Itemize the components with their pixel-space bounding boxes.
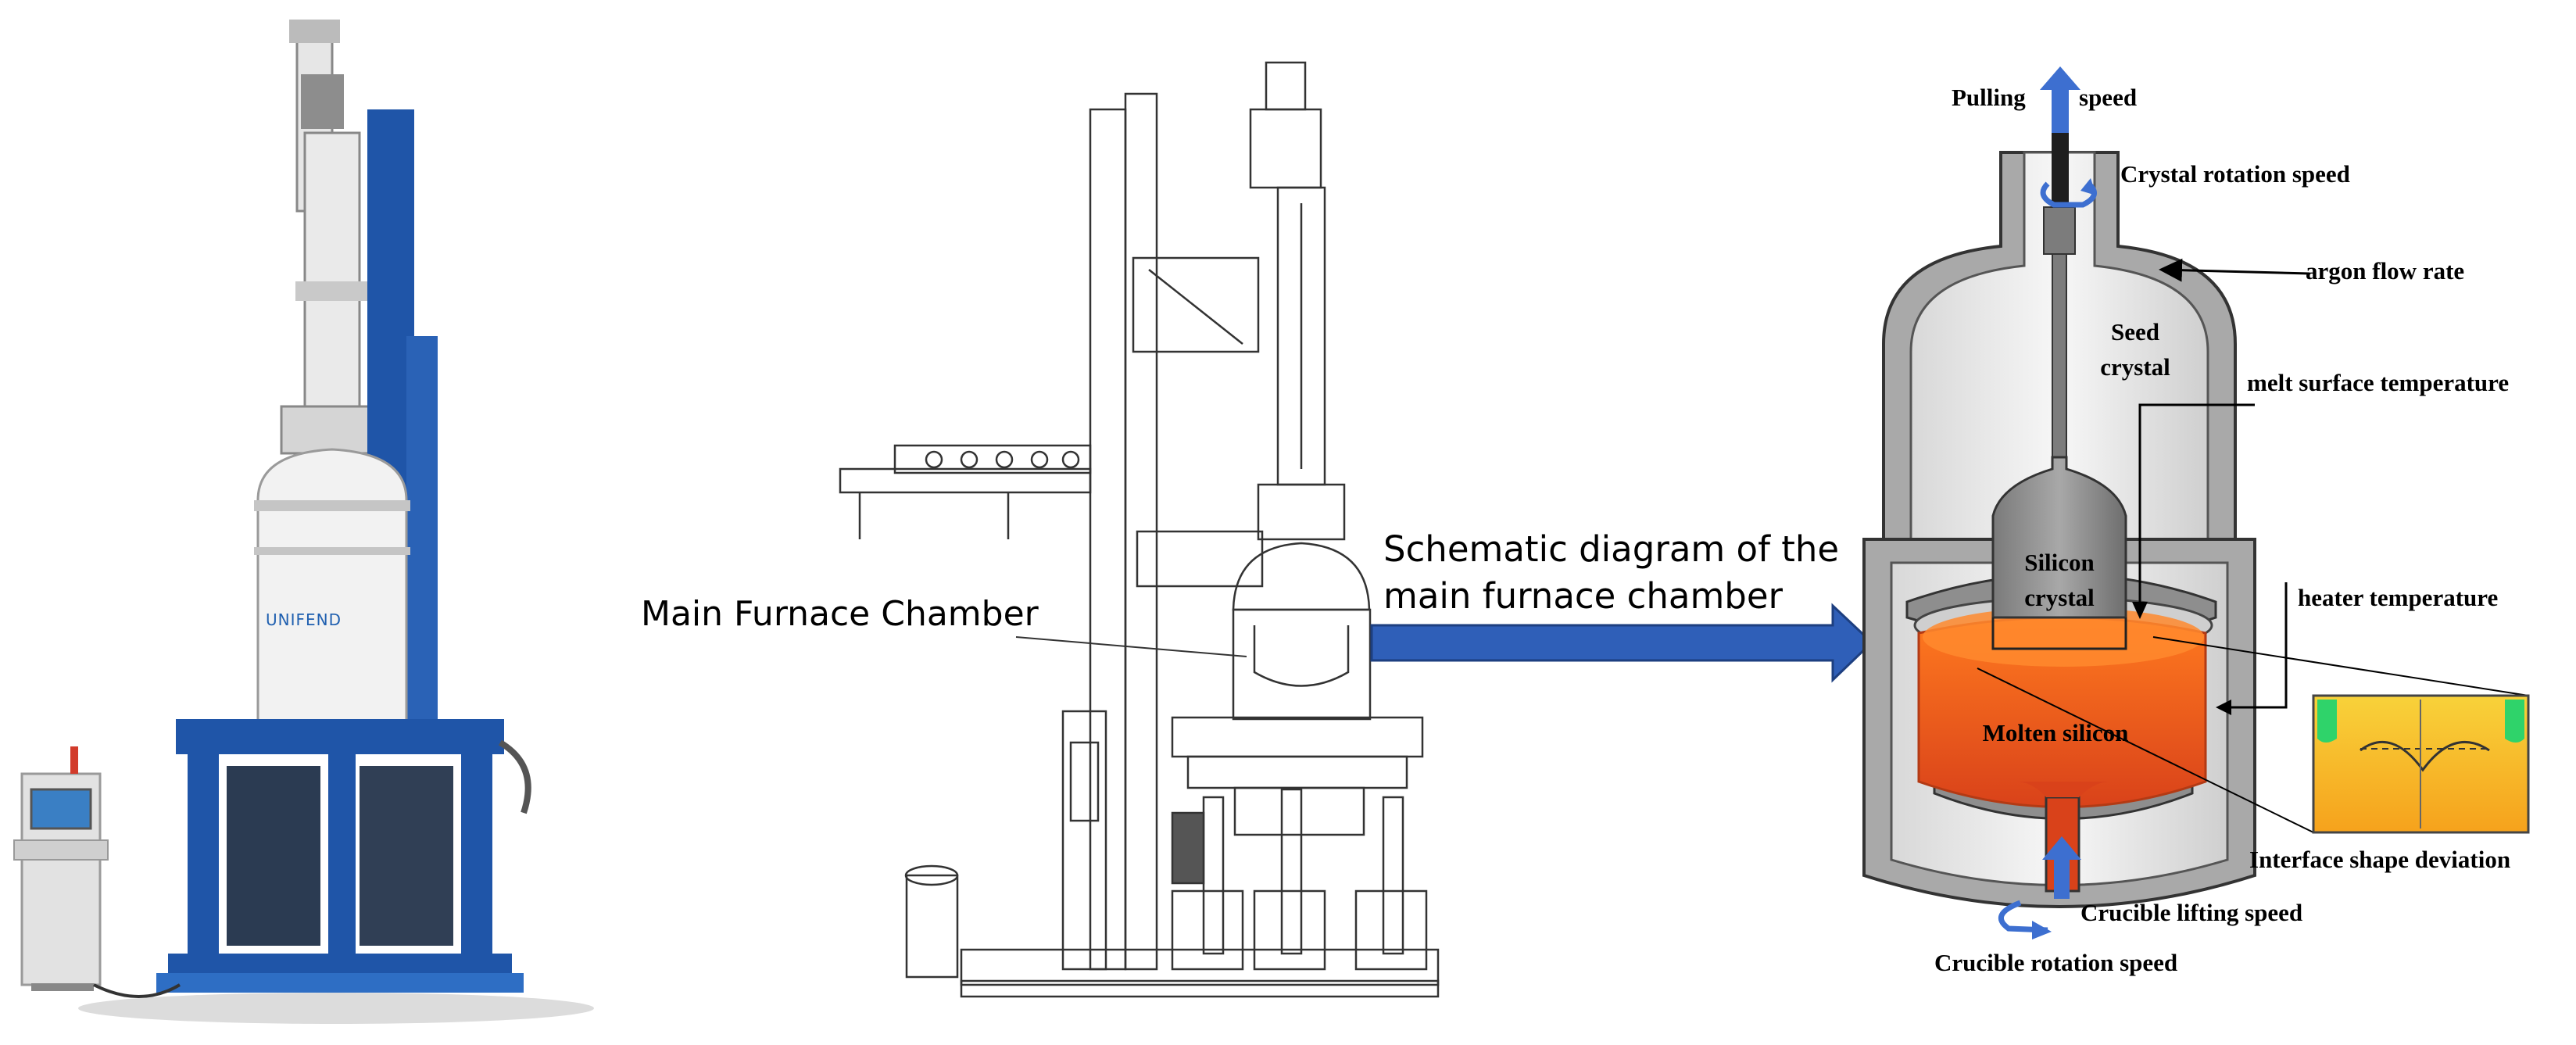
big-right-arrow [1370, 603, 1874, 683]
schematic-caption-line2: main furnace chamber [1383, 575, 1784, 617]
heater-temp-label: heater temperature [2298, 584, 2498, 611]
crucible-lifting-arrow [2042, 836, 2081, 899]
molten-silicon-label: Molten silicon [1983, 719, 2129, 746]
control-console [13, 746, 109, 991]
brand-logo: UNIFEND [266, 610, 342, 629]
crucible-rotation-label: Crucible rotation speed [1934, 949, 2177, 976]
blue-frame [156, 719, 524, 993]
main-chamber-label: Main Furnace Chamber [641, 594, 1039, 634]
silicon-crystal-label-2: crystal [2024, 584, 2095, 611]
melt-surface-label: melt surface temperature [2247, 369, 2509, 396]
pulling-label-right: speed [2079, 84, 2137, 111]
pulling-arrow [2040, 66, 2080, 133]
silicon-crystal-label-1: Silicon [2024, 549, 2095, 576]
crystal-rotation-label: Crystal rotation speed [2120, 160, 2350, 188]
engineering-drawing [839, 61, 1440, 998]
argon-flow-label: argon flow rate [2306, 257, 2464, 285]
pulling-label-left: Pulling [1952, 84, 2026, 111]
interface-shape-label: Interface shape deviation [2249, 846, 2510, 873]
seed-crystal-label-1: Seed [2111, 318, 2159, 345]
crucible-rotation-icon [1998, 900, 2048, 933]
furnace-schematic [1862, 133, 2256, 908]
seed-crystal-label-2: crystal [2100, 353, 2170, 381]
crucible-lifting-label: Crucible lifting speed [2080, 899, 2302, 926]
machine-photo: UNIFEND [13, 20, 594, 1024]
schematic-caption-line1: Schematic diagram of the [1383, 528, 1839, 570]
interface-inset [2312, 694, 2530, 834]
